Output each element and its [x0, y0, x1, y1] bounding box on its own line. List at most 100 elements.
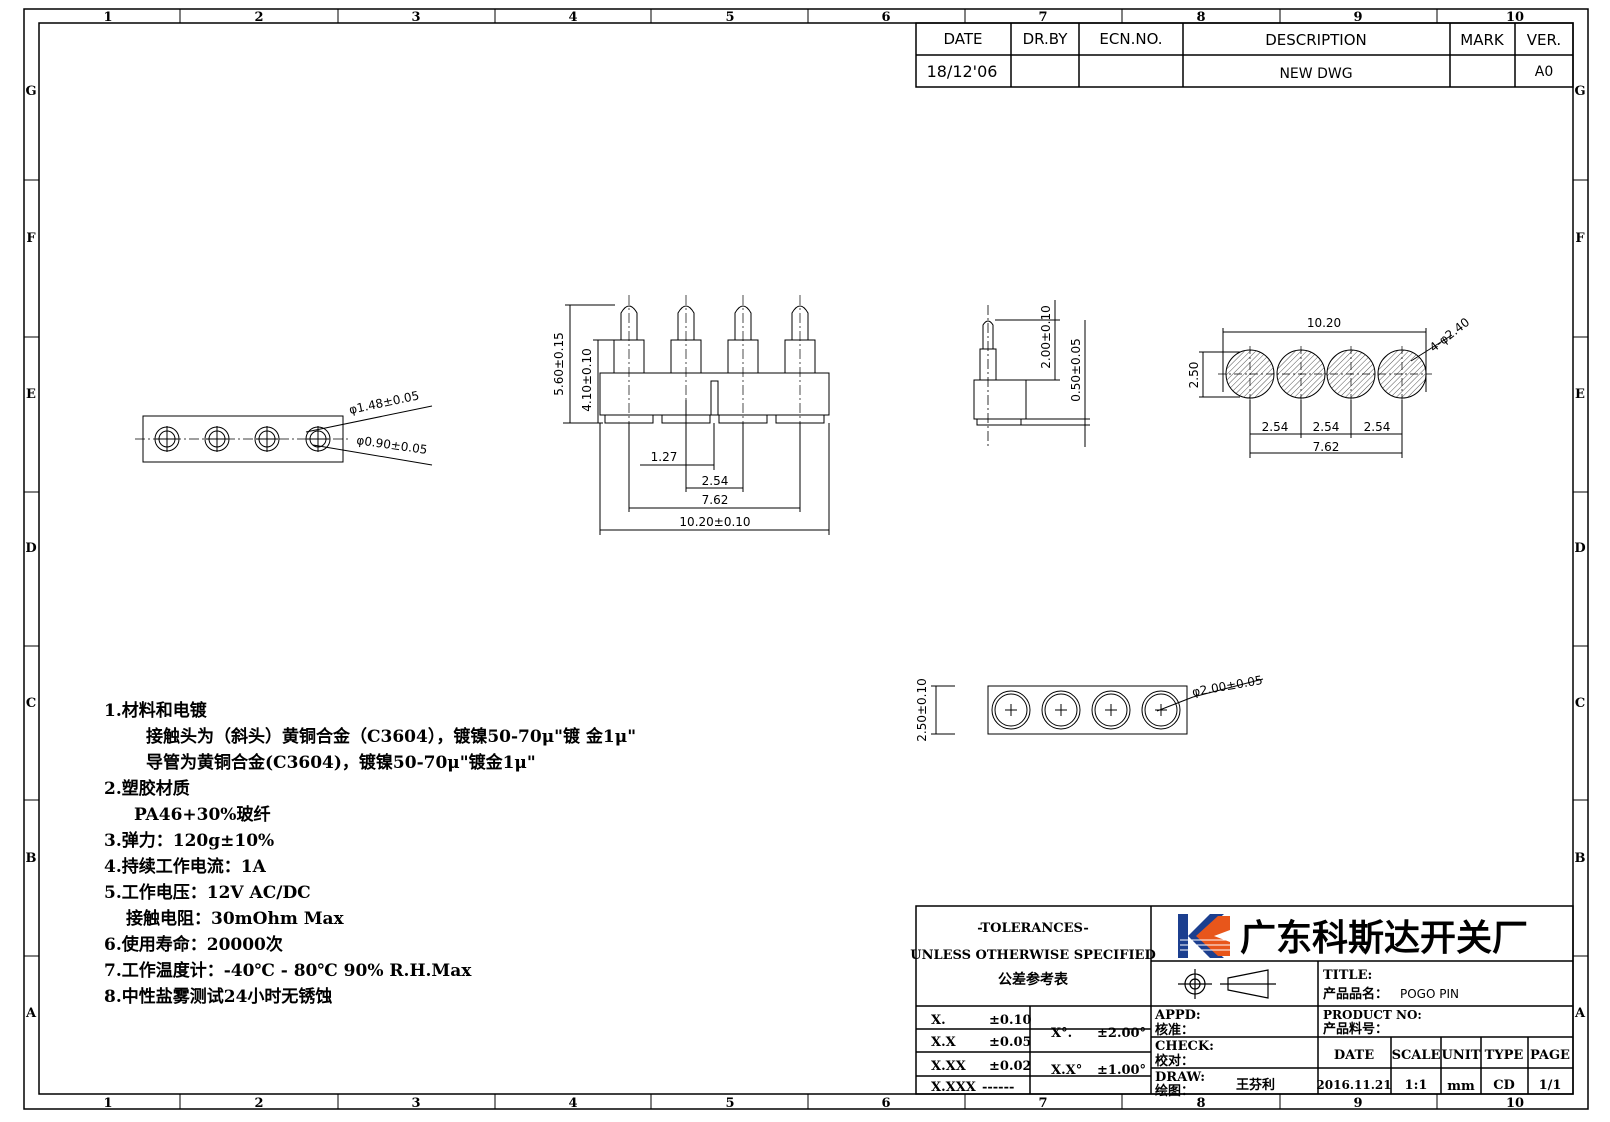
- tol-val-3: ±0.02: [989, 1059, 1032, 1074]
- zone-row-label: D: [25, 541, 36, 556]
- zone-column-label: 3: [411, 10, 420, 25]
- zone-column-label: 5: [725, 10, 734, 25]
- info-header-unit: UNIT: [1442, 1048, 1481, 1063]
- tol-val-4: ------: [982, 1080, 1014, 1095]
- tolerance-cn: 公差参考表: [998, 971, 1069, 988]
- tol-key-4: X.XXX: [931, 1080, 977, 1095]
- dim-right-span: 7.62: [1313, 440, 1340, 454]
- zone-column-label: 5: [725, 1096, 734, 1111]
- title-block: [915, 905, 1574, 1095]
- zone-row-label: B: [26, 851, 37, 866]
- dim-front-h1: 5.60±0.15: [552, 332, 566, 396]
- pin-outer-circle: [1041, 690, 1081, 730]
- rev-description-value: NEW DWG: [1279, 66, 1352, 82]
- zone-column-label: 2: [254, 10, 263, 25]
- pin-outer-circle: [1141, 690, 1181, 730]
- dim-right-p1: 2.54: [1262, 420, 1289, 434]
- note-line: 1.材料和电镀: [104, 701, 207, 721]
- zone-column-label: 7: [1038, 1096, 1047, 1111]
- title-fields: TITLE: 产品品名： POGO PIN PRODUCT NO: 产品料号： …: [1154, 968, 1459, 1099]
- dim-right-p3: 2.54: [1364, 420, 1391, 434]
- zone-column-label: 4: [568, 10, 577, 25]
- zone-column-label: 10: [1506, 1096, 1524, 1111]
- info-scale-value: 1:1: [1405, 1078, 1428, 1093]
- note-line: 2.塑胶材质: [104, 779, 190, 799]
- pin-inner-circle: [1044, 693, 1078, 727]
- sheet-border: [23, 8, 1589, 1110]
- front-view-dims: 5.60±0.15 4.10±0.10 1.27 2.54 7.62 10.20…: [552, 332, 751, 529]
- zone-row-label: E: [1575, 387, 1585, 402]
- tolerance-heading: -TOLERANCES-: [977, 921, 1089, 936]
- sheet-info: DATE SCALE UNIT TYPE PAGE 2016.11.21 1:1…: [1316, 1048, 1570, 1094]
- bottom-view: [931, 678, 1264, 735]
- zone-column-label: 1: [103, 10, 112, 25]
- rev-header-mark: MARK: [1460, 31, 1505, 49]
- tol-key-2: X.X: [931, 1035, 957, 1050]
- top-view-dims: φ1.48±0.05 φ0.90±0.05: [348, 388, 429, 457]
- dim-front-w1: 1.27: [651, 450, 678, 464]
- ang-val-2: ±1.00°: [1097, 1063, 1146, 1078]
- dim-front-w4: 10.20±0.10: [679, 515, 750, 529]
- note-line: 3.弹力：120g±10%: [104, 831, 275, 851]
- top-view: [135, 405, 433, 466]
- info-page-value: 1/1: [1539, 1078, 1562, 1093]
- company-name: 广东科斯达开关厂: [1240, 917, 1528, 959]
- dim-bottom-h: 2.50±0.10: [915, 678, 929, 742]
- zone-ticks: [24, 9, 1588, 1109]
- dim-right-p2: 2.54: [1313, 420, 1340, 434]
- pin-inner-circle: [994, 693, 1028, 727]
- info-header-page: PAGE: [1530, 1048, 1570, 1063]
- company-logo: [1178, 914, 1230, 958]
- check-label: CHECK:: [1155, 1039, 1214, 1054]
- product-no-label: PRODUCT NO:: [1323, 1008, 1422, 1022]
- zone-row-label: A: [25, 1006, 37, 1021]
- revision-table: [915, 22, 1574, 88]
- rev-date-value: 18/12'06: [927, 62, 998, 81]
- front-view: [563, 295, 830, 535]
- tolerance-block: -TOLERANCES- UNLESS OTHERWISE SPECIFIED …: [910, 921, 1156, 988]
- ang-key-2: X.X°: [1051, 1063, 1082, 1078]
- tol-val-1: ±0.10: [989, 1013, 1032, 1028]
- pin-inner-circle: [1094, 693, 1128, 727]
- dim-bottom-d: φ2.00±0.05: [1191, 673, 1264, 699]
- dim-side-h1: 2.00±0.10: [1039, 305, 1053, 369]
- pin-plunger: [620, 305, 638, 340]
- dim-front-w2: 2.54: [702, 474, 729, 488]
- note-line: 8.中性盐雾测试24小时无锈蚀: [104, 987, 333, 1007]
- tolerance-subheading: UNLESS OTHERWISE SPECIFIED: [910, 948, 1156, 963]
- projection-symbol: [1178, 969, 1276, 999]
- note-line: 7.工作温度计：-40℃ - 80℃ 90% R.H.Max: [104, 961, 472, 981]
- zone-row-label: G: [25, 84, 36, 99]
- check-cn: 校对：: [1155, 1053, 1194, 1069]
- zone-row-label: A: [1574, 1006, 1586, 1021]
- zone-column-label: 6: [881, 10, 890, 25]
- zone-row-label: G: [1574, 84, 1585, 99]
- rev-header-description: DESCRIPTION: [1265, 31, 1367, 49]
- draw-label: DRAW:: [1155, 1070, 1205, 1085]
- draw-cn: 绘图：: [1155, 1083, 1194, 1099]
- pin-outer-circle: [991, 690, 1031, 730]
- ang-val-1: ±2.00°: [1097, 1026, 1146, 1041]
- pin-plunger: [791, 305, 809, 340]
- zone-column-label: 10: [1506, 10, 1524, 25]
- info-header-type: TYPE: [1485, 1048, 1524, 1063]
- bottom-view-dims: 2.50±0.10 φ2.00±0.05: [915, 673, 1264, 742]
- dim-right-w: 10.20: [1307, 316, 1341, 330]
- dim-right-d: 4-φ2.40: [1427, 315, 1472, 355]
- appd-cn: 核准：: [1155, 1022, 1194, 1038]
- side-view: [973, 300, 1090, 448]
- zone-row-label: C: [1575, 696, 1585, 711]
- zone-row-label: B: [1575, 851, 1586, 866]
- dim-side-h2: 0.50±0.05: [1069, 338, 1083, 402]
- zone-column-label: 1: [103, 1096, 112, 1111]
- pin-inner-circle: [1144, 693, 1178, 727]
- rev-header-ver: VER.: [1527, 31, 1561, 49]
- zone-row-label: F: [1575, 231, 1585, 246]
- dim-top-d1: φ1.48±0.05: [348, 388, 421, 417]
- zone-row-label: E: [26, 387, 36, 402]
- zone-column-label: 9: [1353, 10, 1362, 25]
- technical-notes: 1.材料和电镀 接触头为（斜头）黄铜合金（C3604），镀镍50-70μ"镀 金…: [104, 698, 664, 1010]
- zone-column-label: 7: [1038, 10, 1047, 25]
